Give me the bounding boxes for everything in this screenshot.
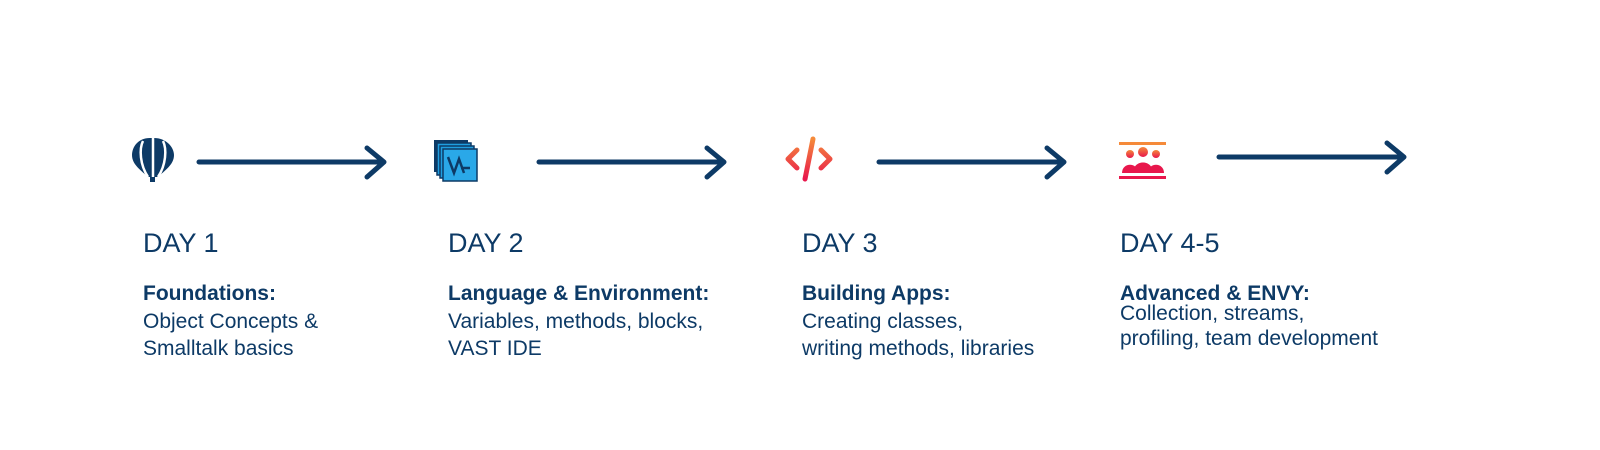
arrow-icon [196,145,387,180]
step-description-line: Smalltalk basics [143,337,294,360]
arrow-icon [1216,140,1407,175]
step-description-line: profiling, team development [1120,327,1378,350]
arrow-icon [536,145,727,180]
code-tag-icon [785,136,833,182]
va-stack-icon [434,140,478,182]
team-icon [1119,142,1166,179]
day-label: DAY 4-5 [1120,228,1220,258]
hot-air-balloon-icon [132,138,174,182]
day-label: DAY 1 [143,228,219,258]
day-label: DAY 2 [448,228,524,258]
step-description-line: Variables, methods, blocks, [448,310,704,333]
step-title: Advanced & ENVY: [1120,282,1310,305]
step-title: Building Apps: [802,282,951,305]
step-description-line: writing methods, libraries [802,337,1035,360]
day-label: DAY 3 [802,228,878,258]
step-title: Language & Environment: [448,282,710,305]
step-title: Foundations: [143,282,276,305]
step-description-line: Object Concepts & [143,310,319,333]
step-description-line: Collection, streams, [1120,302,1305,325]
step-description-line: VAST IDE [448,337,542,360]
step-description-line: Creating classes, [802,310,964,333]
arrow-icon [876,145,1067,180]
